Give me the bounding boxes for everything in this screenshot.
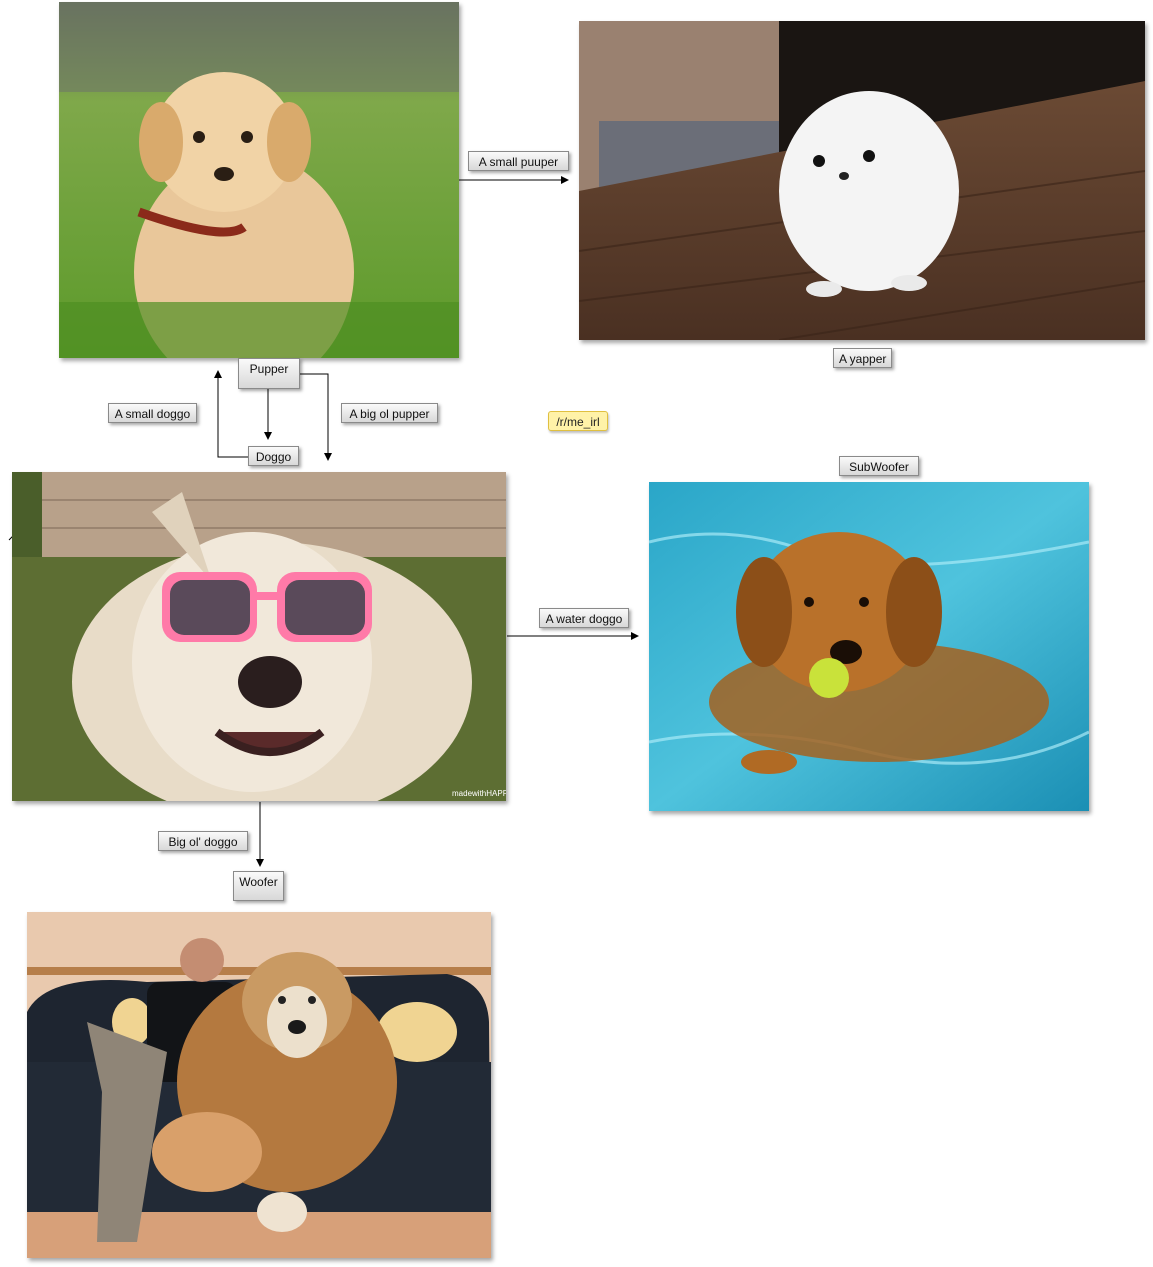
photo-woofer (27, 912, 491, 1258)
edge-label-big-ol-doggo[interactable]: Big ol' doggo (158, 831, 248, 851)
photo-subwoofer (649, 482, 1089, 811)
photo-doggo: madewithHAPPY (12, 472, 506, 801)
edge-label-small-puuper[interactable]: A small puuper (468, 151, 569, 171)
node-label-pupper[interactable]: Pupper (238, 358, 300, 389)
node-label-woofer[interactable]: Woofer (233, 871, 284, 901)
note-me-irl[interactable]: /r/me_irl (548, 411, 608, 431)
arrow-pupper-to-big-doggo (300, 373, 332, 461)
edge-label-big-ol-pupper[interactable]: A big ol pupper (341, 403, 438, 423)
node-label-doggo[interactable]: Doggo (248, 446, 299, 466)
node-label-subwoofer[interactable]: SubWoofer (839, 456, 919, 476)
photo-yapper (579, 21, 1145, 340)
node-label-yapper[interactable]: A yapper (833, 348, 892, 368)
edge-label-water-doggo[interactable]: A water doggo (539, 608, 629, 628)
photo-pupper (59, 2, 459, 358)
photo-watermark: madewithHAPPY (452, 789, 506, 798)
edge-label-small-doggo[interactable]: A small doggo (108, 403, 197, 423)
